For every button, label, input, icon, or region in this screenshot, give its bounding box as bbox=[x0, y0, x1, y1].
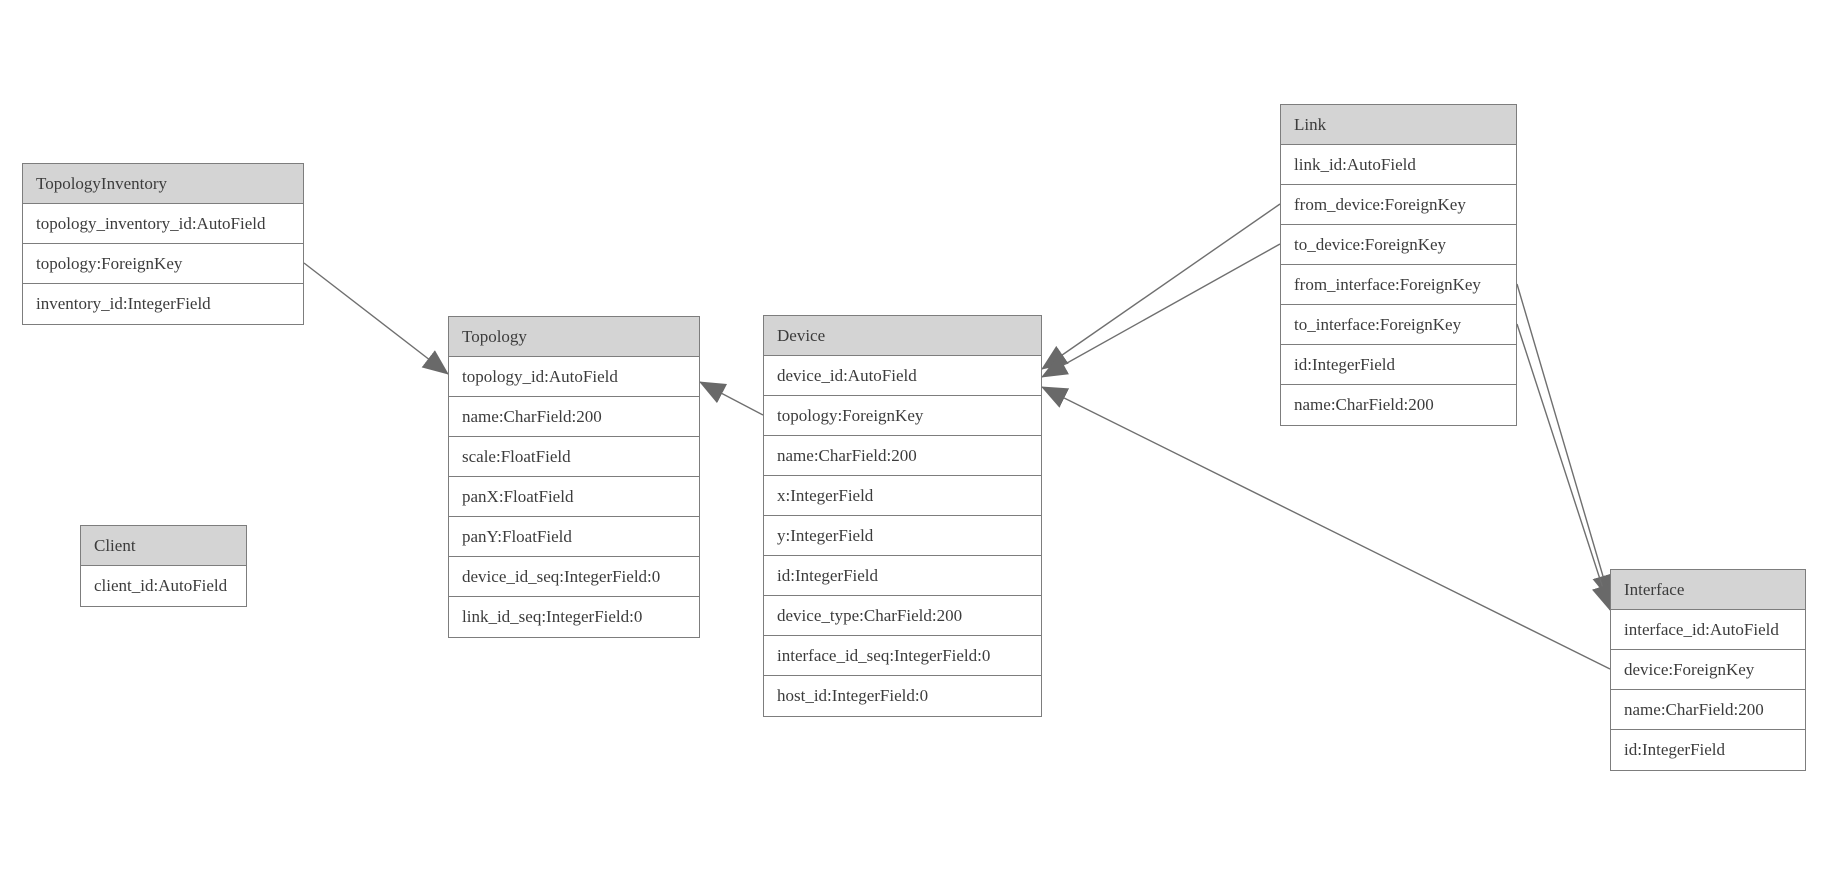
relation-link-to_device-to-device bbox=[1041, 243, 1281, 378]
relation-interface-device-to-device bbox=[1041, 386, 1611, 670]
field-row: interface_id_seq:IntegerField:0 bbox=[764, 636, 1041, 676]
field-row: interface_id:AutoField bbox=[1611, 610, 1805, 650]
entity-title: Client bbox=[81, 526, 246, 566]
field-row: link_id:AutoField bbox=[1281, 145, 1516, 185]
field-row: topology:ForeignKey bbox=[23, 244, 303, 284]
field-row: from_device:ForeignKey bbox=[1281, 185, 1516, 225]
field-row: panY:FloatField bbox=[449, 517, 699, 557]
relation-topologyinventory-topology-to-topology bbox=[303, 262, 449, 375]
field-row: topology:ForeignKey bbox=[764, 396, 1041, 436]
field-row: client_id:AutoField bbox=[81, 566, 246, 606]
field-row: name:CharField:200 bbox=[1611, 690, 1805, 730]
field-row: id:IntegerField bbox=[764, 556, 1041, 596]
relation-link-from_device-to-device bbox=[1041, 203, 1281, 370]
field-row: name:CharField:200 bbox=[449, 397, 699, 437]
field-row: name:CharField:200 bbox=[1281, 385, 1516, 425]
field-row: link_id_seq:IntegerField:0 bbox=[449, 597, 699, 637]
entity-title: Topology bbox=[449, 317, 699, 357]
field-row: topology_id:AutoField bbox=[449, 357, 699, 397]
relation-device-topology-to-topology bbox=[699, 381, 764, 416]
field-row: topology_inventory_id:AutoField bbox=[23, 204, 303, 244]
field-row: name:CharField:200 bbox=[764, 436, 1041, 476]
entity-title: Device bbox=[764, 316, 1041, 356]
field-row: id:IntegerField bbox=[1281, 345, 1516, 385]
field-row: host_id:IntegerField:0 bbox=[764, 676, 1041, 716]
field-row: x:IntegerField bbox=[764, 476, 1041, 516]
field-row: id:IntegerField bbox=[1611, 730, 1805, 770]
field-row: y:IntegerField bbox=[764, 516, 1041, 556]
entity-title: Link bbox=[1281, 105, 1516, 145]
field-row: inventory_id:IntegerField bbox=[23, 284, 303, 324]
relation-link-to_interface-to-interface bbox=[1516, 323, 1613, 612]
field-row: device:ForeignKey bbox=[1611, 650, 1805, 690]
field-row: from_interface:ForeignKey bbox=[1281, 265, 1516, 305]
field-row: device_id_seq:IntegerField:0 bbox=[449, 557, 699, 597]
field-row: scale:FloatField bbox=[449, 437, 699, 477]
field-row: to_device:ForeignKey bbox=[1281, 225, 1516, 265]
field-row: device_id:AutoField bbox=[764, 356, 1041, 396]
field-row: device_type:CharField:200 bbox=[764, 596, 1041, 636]
entity-title: TopologyInventory bbox=[23, 164, 303, 204]
field-row: to_interface:ForeignKey bbox=[1281, 305, 1516, 345]
relation-link-from_interface-to-interface bbox=[1516, 283, 1614, 602]
field-row: panX:FloatField bbox=[449, 477, 699, 517]
entity-title: Interface bbox=[1611, 570, 1805, 610]
relation-edges bbox=[303, 203, 1614, 670]
